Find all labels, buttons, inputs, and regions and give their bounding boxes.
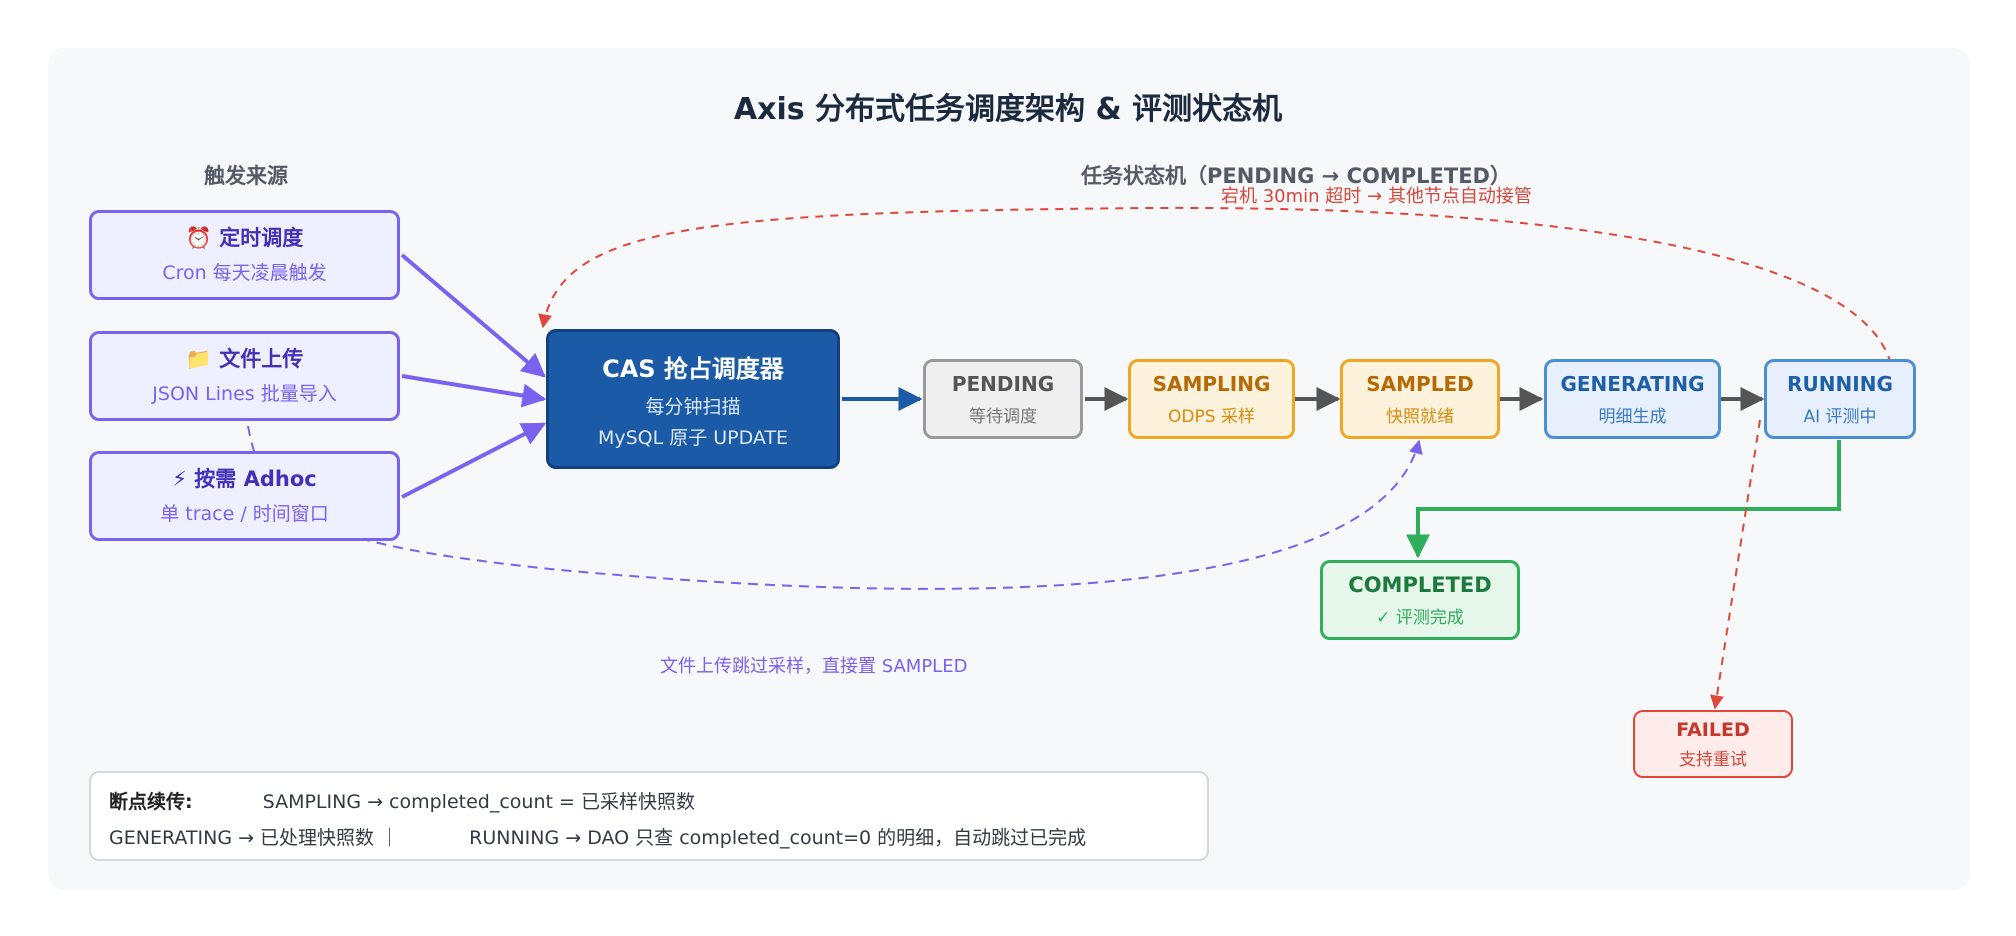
state-sampling-name: SAMPLING (1152, 371, 1271, 396)
state-pending-desc: 等待调度 (969, 406, 1037, 427)
state-generating: GENERATING 明细生成 (1544, 359, 1721, 439)
trigger-file-upload-title: 📁 文件上传 (185, 346, 304, 371)
state-failed-name: FAILED (1676, 718, 1750, 741)
state-pending: PENDING 等待调度 (923, 359, 1083, 439)
resume-note-box: 断点续传: SAMPLING → completed_count = 已采样快照… (89, 771, 1209, 861)
edge-adhoc-to-scheduler (401, 422, 547, 499)
resume-note-line2b: RUNNING → DAO 只查 completed_count=0 的明细，自… (469, 827, 1087, 849)
state-generating-desc: 明细生成 (1598, 406, 1667, 427)
resume-note-line2a: GENERATING → 已处理快照数 ｜ (109, 827, 400, 849)
scheduler-title: CAS 抢占调度器 (602, 354, 784, 383)
state-sampled-name: SAMPLED (1366, 371, 1474, 396)
scheduler-line1: 每分钟扫描 (645, 395, 741, 418)
state-generating-name: GENERATING (1560, 371, 1705, 396)
edge-cron-to-scheduler (400, 253, 546, 378)
diagram-title: Axis 分布式任务调度架构 & 评测状态机 (733, 92, 1283, 127)
skip-sampling-annotation: 文件上传跳过采样，直接置 SAMPLED (660, 656, 968, 677)
trigger-cron-subtitle: Cron 每天凌晨触发 (162, 262, 327, 285)
state-sampling: SAMPLING ODPS 采样 (1128, 359, 1295, 439)
scheduler-line2: MySQL 原子 UPDATE (597, 426, 789, 449)
edge-timeout-takeover (538, 206, 1895, 436)
trigger-file-upload: 📁 文件上传 JSON Lines 批量导入 (89, 331, 400, 421)
state-failed: FAILED 支持重试 (1633, 710, 1793, 778)
edge-running-to-completed (1406, 440, 1841, 559)
state-running: RUNNING AI 评测中 (1764, 359, 1916, 439)
triggers-section-label: 触发来源 (204, 164, 288, 188)
trigger-cron: ⏰ 定时调度 Cron 每天凌晨触发 (89, 210, 400, 300)
trigger-file-upload-subtitle: JSON Lines 批量导入 (152, 383, 337, 406)
state-sampled-desc: 快照就绪 (1386, 406, 1454, 427)
trigger-cron-title: ⏰ 定时调度 (185, 225, 304, 250)
resume-note-label: 断点续传: (109, 791, 193, 813)
state-sampled: SAMPLED 快照就绪 (1340, 359, 1500, 439)
state-machine-section-label: 任务状态机（PENDING → COMPLETED） (1081, 164, 1511, 188)
state-running-desc: AI 评测中 (1803, 406, 1877, 427)
edge-upload-to-scheduler (401, 374, 547, 408)
state-running-name: RUNNING (1787, 371, 1893, 396)
cas-scheduler-node: CAS 抢占调度器 每分钟扫描 MySQL 原子 UPDATE (546, 329, 840, 469)
state-failed-desc: 支持重试 (1679, 749, 1747, 770)
state-sampling-desc: ODPS 采样 (1168, 406, 1255, 427)
trigger-adhoc-subtitle: 单 trace / 时间窗口 (160, 503, 329, 526)
trigger-adhoc-title: ⚡ 按需 Adhoc (172, 466, 317, 491)
state-pending-name: PENDING (951, 371, 1055, 396)
state-completed-name: COMPLETED (1348, 572, 1492, 597)
trigger-adhoc: ⚡ 按需 Adhoc 单 trace / 时间窗口 (89, 451, 400, 541)
state-completed: COMPLETED ✓ 评测完成 (1320, 560, 1520, 640)
takeover-annotation: 宕机 30min 超时 → 其他节点自动接管 (1221, 186, 1532, 207)
resume-note-line1: SAMPLING → completed_count = 已采样快照数 (262, 791, 695, 813)
state-completed-desc: ✓ 评测完成 (1376, 607, 1464, 628)
edge-running-to-failed (1710, 419, 1761, 710)
